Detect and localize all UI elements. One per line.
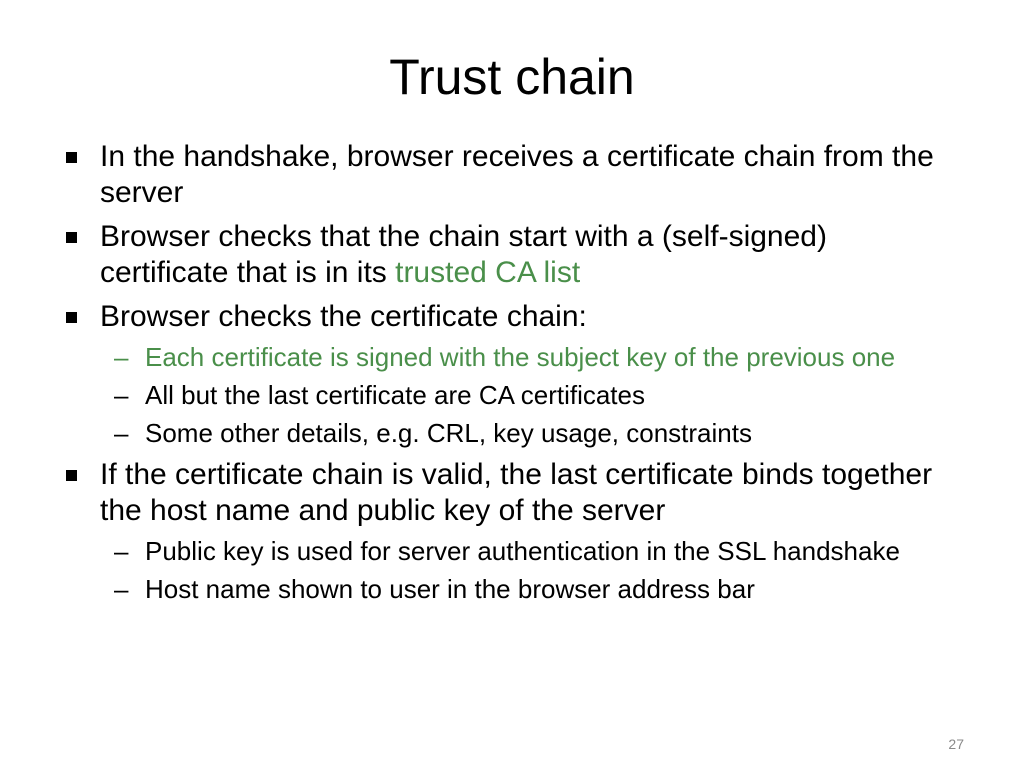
sub-bullet-item: – Each certificate is signed with the su…: [114, 342, 896, 372]
sub-bullet-item: – Host name shown to user in the browser…: [114, 574, 755, 604]
bullet-item: Browser checks the certificate chain:: [62, 299, 962, 335]
sub-bullet-item: – Some other details, e.g. CRL, key usag…: [114, 418, 752, 448]
bullet-item: Browser checks that the chain start with…: [62, 219, 962, 291]
bullet-item: In the handshake, browser receives a cer…: [62, 139, 962, 211]
page-number: 27: [948, 736, 964, 752]
square-bullet-icon: [66, 470, 77, 481]
dash-bullet-icon: –: [114, 342, 129, 372]
dash-bullet-icon: –: [114, 536, 129, 566]
highlighted-text: trusted CA list: [395, 256, 581, 289]
slide-content: In the handshake, browser receives a cer…: [62, 139, 962, 605]
bullet-item: If the certificate chain is valid, the l…: [62, 457, 962, 529]
sub-bullet-item: – Public key is used for server authenti…: [114, 536, 900, 566]
square-bullet-icon: [66, 152, 77, 163]
dash-bullet-icon: –: [114, 418, 129, 448]
sub-bullet-item: – All but the last certificate are CA ce…: [114, 380, 645, 410]
dash-bullet-icon: –: [114, 380, 129, 410]
square-bullet-icon: [66, 312, 77, 323]
slide-title: Trust chain: [389, 49, 635, 105]
square-bullet-icon: [66, 232, 77, 243]
dash-bullet-icon: –: [114, 574, 129, 604]
